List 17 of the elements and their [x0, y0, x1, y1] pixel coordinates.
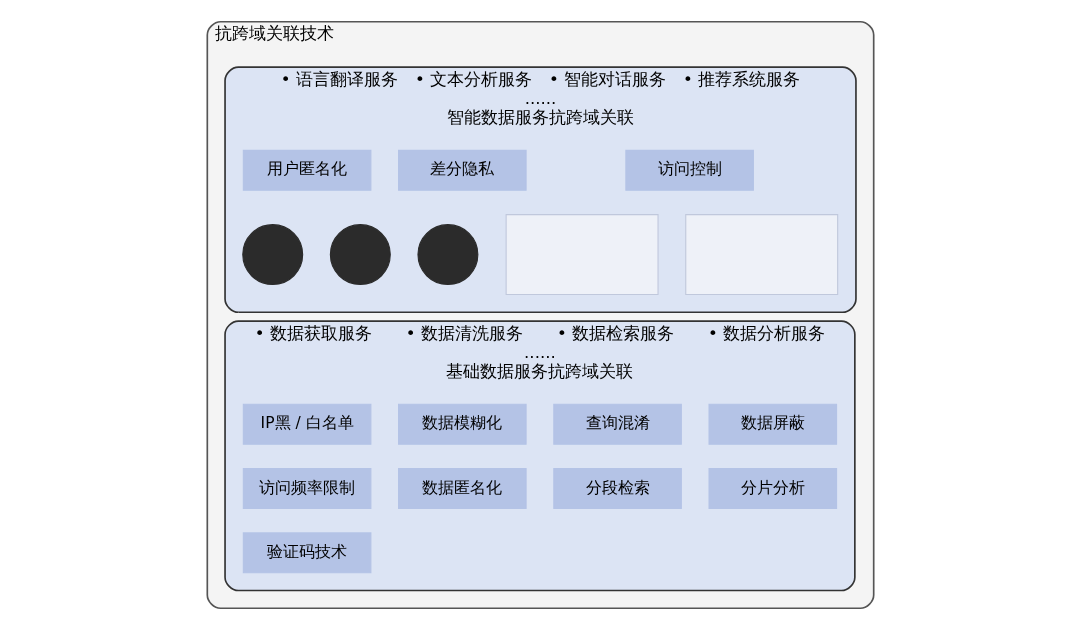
- node-box: [505, 214, 659, 296]
- node-box: 访问控制: [624, 149, 754, 191]
- node-person: [329, 224, 391, 286]
- node-box: 数据屏蔽: [708, 403, 837, 445]
- node-box: 数据模糊化: [397, 403, 527, 445]
- node-box: 分段检索: [552, 468, 682, 510]
- node-box: [684, 214, 838, 296]
- node-box: 数据匿名化: [397, 468, 527, 510]
- node-person: [241, 224, 303, 286]
- node-box: 分片分析: [708, 468, 837, 510]
- node-box: 查询混淆: [552, 403, 682, 445]
- node-box: 差分隐私: [397, 149, 527, 191]
- node-person: [416, 224, 478, 286]
- node-box: IP黑 / 白名单: [242, 403, 371, 445]
- node-box: 用户匿名化: [242, 149, 371, 191]
- node-box: 访问频率限制: [242, 468, 371, 510]
- node-box: 验证码技术: [242, 532, 371, 574]
